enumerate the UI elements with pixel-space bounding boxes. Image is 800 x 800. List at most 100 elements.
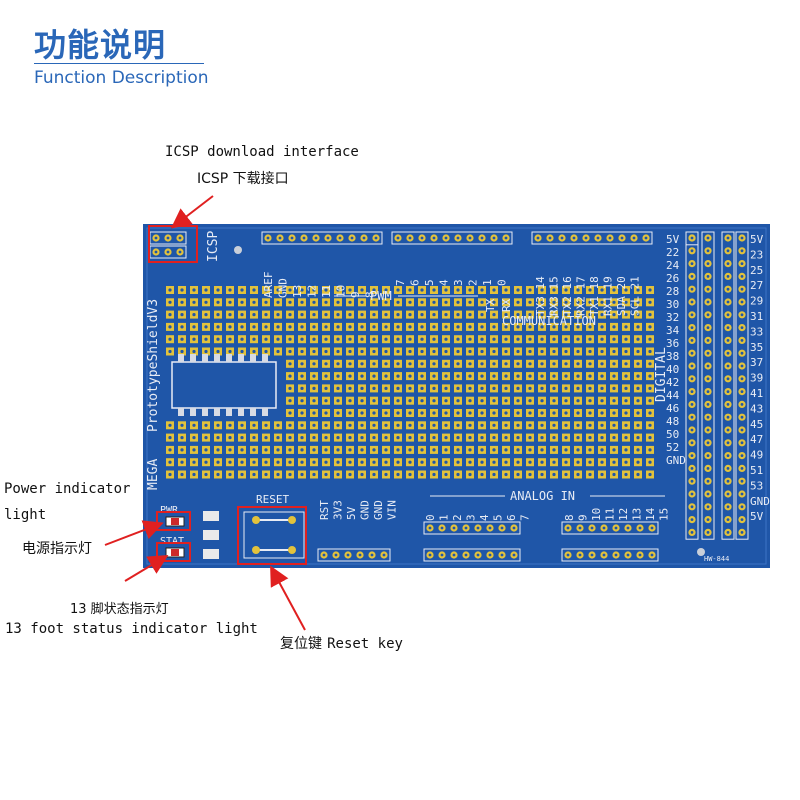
digital-pin-label: 35 xyxy=(750,341,763,354)
digital-pin-label: 33 xyxy=(750,325,763,338)
header-strip xyxy=(149,245,187,259)
pwm-pin-label: 1 xyxy=(481,279,494,286)
digital-pin-label: 51 xyxy=(750,464,763,477)
pwm-pin-label: 8 xyxy=(364,291,377,298)
power-pin-label: GND xyxy=(359,500,372,520)
analog-pin-label: 13 xyxy=(631,508,644,521)
header-strip xyxy=(685,231,699,540)
comm-pin-label: TX2 16 xyxy=(561,276,574,316)
analog-pin-label: 10 xyxy=(590,508,603,521)
pwm-pin-label: 9 xyxy=(349,291,362,298)
header-strip xyxy=(391,231,513,245)
power-pin-label: RST xyxy=(318,500,331,520)
pwm-pin-label: 4 xyxy=(438,279,451,286)
analog-pin-label: 8 xyxy=(563,514,576,521)
digital-pin-label: 46 xyxy=(666,402,679,415)
pwm-pin-label: AREF xyxy=(262,272,275,299)
digital-pin-label: 42 xyxy=(666,376,679,389)
pwm-pin-label: 3 xyxy=(452,279,465,286)
digital-pin-label: 49 xyxy=(750,449,763,462)
analog-pin-label: 7 xyxy=(519,514,532,521)
digital-pin-label: 32 xyxy=(666,311,679,324)
chip-outline xyxy=(171,361,277,409)
digital-pin-label: 30 xyxy=(666,298,679,311)
power-label-en-line2: light xyxy=(4,507,47,523)
power-pin-label: 5V xyxy=(345,506,358,520)
header-strip xyxy=(261,231,383,245)
title-divider xyxy=(34,63,204,64)
pwm-pin-label: 6 xyxy=(409,279,422,286)
pin13-label-en: 13 foot status indicator light xyxy=(5,621,258,637)
board-pwm-text: PWM xyxy=(370,289,392,303)
digital-pin-label: 34 xyxy=(666,324,680,337)
pwm-pin-label: 2 xyxy=(467,279,480,286)
smd-resistor xyxy=(203,549,219,559)
header-strips xyxy=(149,231,749,562)
analog-pin-label: 12 xyxy=(617,508,630,521)
board-stat-text: STAT xyxy=(160,536,184,547)
header-strip xyxy=(149,231,187,245)
pwm-pin-label: GND xyxy=(277,278,290,298)
power-pin-label: VIN xyxy=(386,500,399,520)
digital-pin-label: 45 xyxy=(750,418,763,431)
icsp-label-cn: ICSP 下载接口 xyxy=(197,171,289,187)
digital-pin-label: 39 xyxy=(750,372,763,385)
analog-pin-label: 0 xyxy=(424,514,437,521)
header-strip xyxy=(735,231,749,540)
digital-pin-label: 5V xyxy=(750,510,764,523)
serial-pin-label: RX xyxy=(500,298,513,312)
serial-pin-label: TX xyxy=(484,298,497,312)
status-arrow xyxy=(124,554,169,582)
page-title: 功能说明 xyxy=(34,26,167,64)
power-pin-label: 3V3 xyxy=(332,500,345,520)
digital-pin-label: 38 xyxy=(666,350,679,363)
board-mega-text: MEGA xyxy=(146,459,161,490)
pad-grid xyxy=(166,286,654,479)
smd-resistor xyxy=(203,511,219,521)
power-label-en-line1: Power indicator xyxy=(4,481,131,497)
analog-pin-label: 11 xyxy=(604,508,617,521)
board-communication-text: COMMUNICATION xyxy=(502,314,596,328)
icsp-label-en: ICSP download interface xyxy=(165,144,359,160)
digital-pin-label: 22 xyxy=(666,246,679,259)
board-icsp-text: ICSP xyxy=(206,231,221,262)
comm-pin-label: SDA 20 xyxy=(615,276,628,316)
pwm-pin-label: 7 xyxy=(394,279,407,286)
board-digital-text: DIGITAL xyxy=(654,347,669,402)
power-label-cn: 电源指示灯 xyxy=(22,541,92,557)
comm-pin-label: TX1 18 xyxy=(588,276,601,316)
analog-pin-label: 5 xyxy=(492,514,505,521)
board-model-text: HW-844 xyxy=(704,555,729,563)
header-strip xyxy=(701,231,715,540)
pwm-pin-label: 10 xyxy=(335,285,348,298)
mount-hole xyxy=(697,548,705,556)
digital-pin-label: 43 xyxy=(750,402,763,415)
pwm-pin-label: 11 xyxy=(320,285,333,298)
power-arrow xyxy=(104,520,164,546)
digital-pin-label: 53 xyxy=(750,479,763,492)
digital-pin-label: 47 xyxy=(750,433,763,446)
digital-pin-label: 5V xyxy=(750,233,764,246)
comm-pin-label: SCL 21 xyxy=(629,276,642,316)
board-reset-text: RESET xyxy=(256,493,289,506)
header-strip xyxy=(423,521,521,535)
reset-label: 复位键 Reset key xyxy=(280,633,403,653)
digital-pin-label: 36 xyxy=(666,337,679,350)
comm-pin-label: TX3 14 xyxy=(534,276,547,316)
header-strip xyxy=(317,548,391,562)
power-pin-label: GND xyxy=(372,500,385,520)
digital-pin-label: 41 xyxy=(750,387,763,400)
digital-pin-label: 50 xyxy=(666,428,679,441)
digital-pin-label: 44 xyxy=(666,389,680,402)
board-name-text: PrototypeShieldV3 xyxy=(146,299,161,432)
page-subtitle: Function Description xyxy=(34,68,209,88)
reset-label-en: Reset key xyxy=(327,636,403,652)
header-strip xyxy=(721,231,735,540)
digital-pin-label: 31 xyxy=(750,310,763,323)
digital-pin-label: GND xyxy=(666,454,686,467)
icsp-arrow xyxy=(170,195,214,229)
reset-button-outline xyxy=(243,511,305,559)
status-led-callout-box xyxy=(156,542,191,562)
smd-resistor xyxy=(203,530,219,540)
